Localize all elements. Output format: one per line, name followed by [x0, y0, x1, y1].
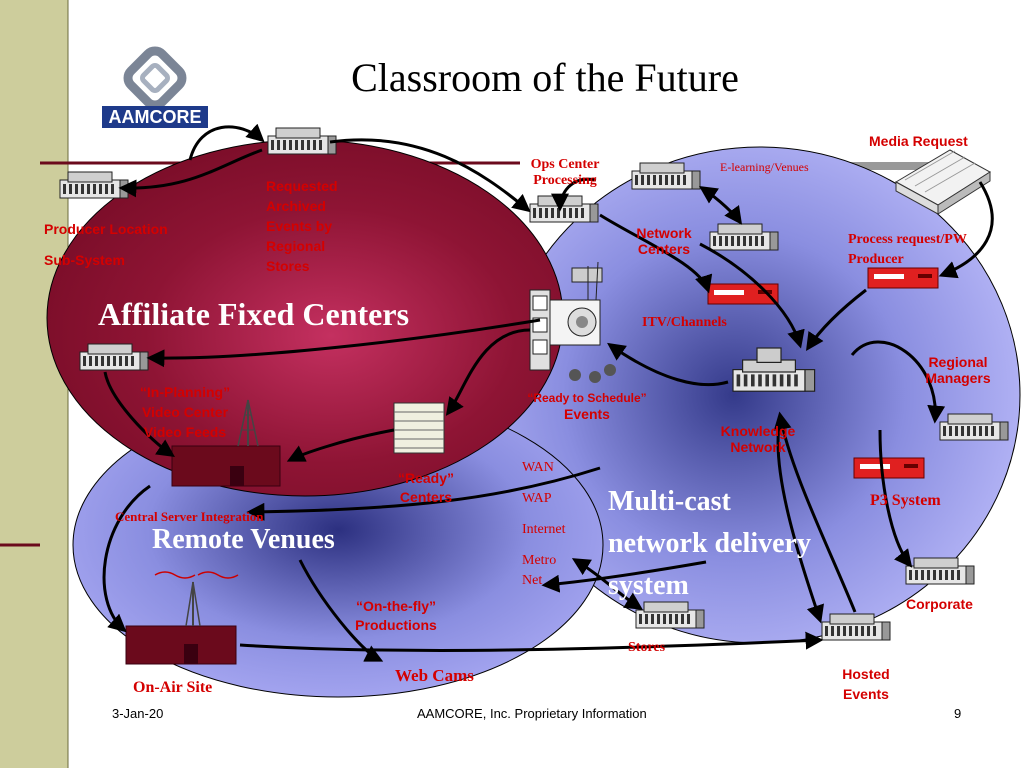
footer-center: AAMCORE, Inc. Proprietary Information: [417, 706, 647, 721]
label-in-planning-2: Video Center: [141, 404, 229, 420]
label-itv-channels: ITV/Channels: [642, 315, 727, 330]
aamcore-logo: [102, 44, 208, 132]
affiliate-region-title: Affiliate Fixed Centers: [98, 296, 410, 332]
footer-page-number: 9: [954, 706, 962, 721]
central-server-station-icon: [171, 399, 281, 487]
media-stack-icon: [894, 149, 991, 215]
label-elearning: E-learning/Venues: [720, 160, 809, 174]
label-requested-3: Events by: [266, 218, 333, 234]
label-ready-centers-1: “Ready”: [397, 470, 455, 486]
server-icon: [853, 457, 925, 479]
label-wap: WAP: [522, 491, 552, 506]
label-requested-5: Stores: [266, 258, 310, 274]
label-requested-1: Requested: [266, 178, 338, 194]
label-in-planning: “In-Planning” Video Center Video Feeds: [120, 382, 250, 442]
label-hosted-events: Hosted Events: [826, 664, 906, 704]
label-knowledge-network: Knowledge Network: [710, 423, 806, 455]
label-on-the-fly: “On-the-fly” Productions: [340, 597, 452, 635]
label-requested-2: Archived: [266, 198, 326, 214]
logo-text: AAMCORE: [108, 107, 202, 127]
label-network-centers: Network Centers: [628, 225, 700, 257]
building-icon: [529, 195, 599, 223]
label-knowledge-network-1: Knowledge: [720, 423, 796, 439]
label-ready-to-schedule-1: “Ready to Schedule”: [527, 391, 647, 405]
label-in-planning-1: “In-Planning”: [139, 384, 231, 400]
label-media-request: Media Request: [869, 133, 968, 149]
label-process-request-1: Process request/PW: [848, 232, 967, 247]
label-producer-subsystem: Sub-System: [44, 252, 125, 268]
server-icon: [867, 267, 939, 289]
label-hosted-events-2: Events: [843, 686, 889, 702]
label-net: Net: [522, 573, 543, 588]
label-ops-center-2: Processing: [533, 173, 597, 189]
label-on-air-site: On-Air Site: [133, 679, 213, 696]
label-regional-managers-2: Managers: [925, 370, 991, 387]
multicast-title-line3: system: [608, 570, 689, 601]
label-network-centers-1: Network: [636, 225, 692, 241]
label-ops-center-1: Ops Center: [530, 157, 600, 172]
label-on-the-fly-1: “On-the-fly”: [355, 598, 437, 614]
label-process-request-2: Producer: [848, 252, 904, 267]
label-ready-centers-2: Centers: [399, 489, 453, 505]
label-on-the-fly-2: Productions: [355, 617, 437, 633]
label-metro: Metro: [522, 553, 557, 568]
label-ready-centers: “Ready” Centers: [388, 469, 464, 507]
label-ready-to-schedule: “Ready to Schedule” Events: [510, 391, 664, 422]
label-p3-system: P3 System: [870, 492, 941, 509]
label-requested-4: Regional: [266, 238, 326, 254]
label-network-centers-2: Centers: [637, 241, 691, 258]
label-web-cams: Web Cams: [395, 666, 474, 685]
label-stores: Stores: [628, 640, 666, 655]
label-regional-managers-1: Regional: [928, 354, 988, 370]
label-hosted-events-1: Hosted: [842, 666, 890, 682]
label-wan: WAN: [522, 460, 554, 475]
label-corporate: Corporate: [906, 596, 973, 612]
remote-region-title: Remote Venues: [152, 524, 335, 555]
label-internet: Internet: [522, 522, 566, 537]
label-producer-location: Producer Location: [44, 221, 168, 237]
multicast-title-line1: Multi-cast: [608, 486, 731, 517]
label-regional-managers: Regional Managers: [916, 354, 1000, 386]
label-requested: Requested Archived Events by Regional St…: [266, 176, 338, 276]
building-icon: [821, 613, 891, 641]
footer-date: 3-Jan-20: [112, 706, 164, 721]
building-icon: [59, 171, 129, 199]
label-ops-center: Ops Center Processing: [510, 157, 620, 189]
label-ready-to-schedule-2: Events: [564, 405, 610, 422]
building-icon: [905, 557, 975, 585]
knowledge-building-icon: [732, 347, 816, 392]
slide-title: Classroom of the Future: [351, 55, 739, 100]
multicast-title-line2: network delivery: [608, 528, 811, 559]
label-knowledge-network-2: Network: [730, 439, 786, 456]
label-central-server: Central Server Integration: [115, 509, 264, 524]
building-icon: [267, 127, 337, 155]
media-production-icon: [529, 261, 616, 383]
label-in-planning-3: Video Feeds: [143, 424, 227, 440]
ready-centers-stack-icon: [393, 402, 445, 454]
label-process-request: Process request/PW Producer: [848, 230, 967, 270]
on-air-station-icon: [125, 571, 239, 665]
